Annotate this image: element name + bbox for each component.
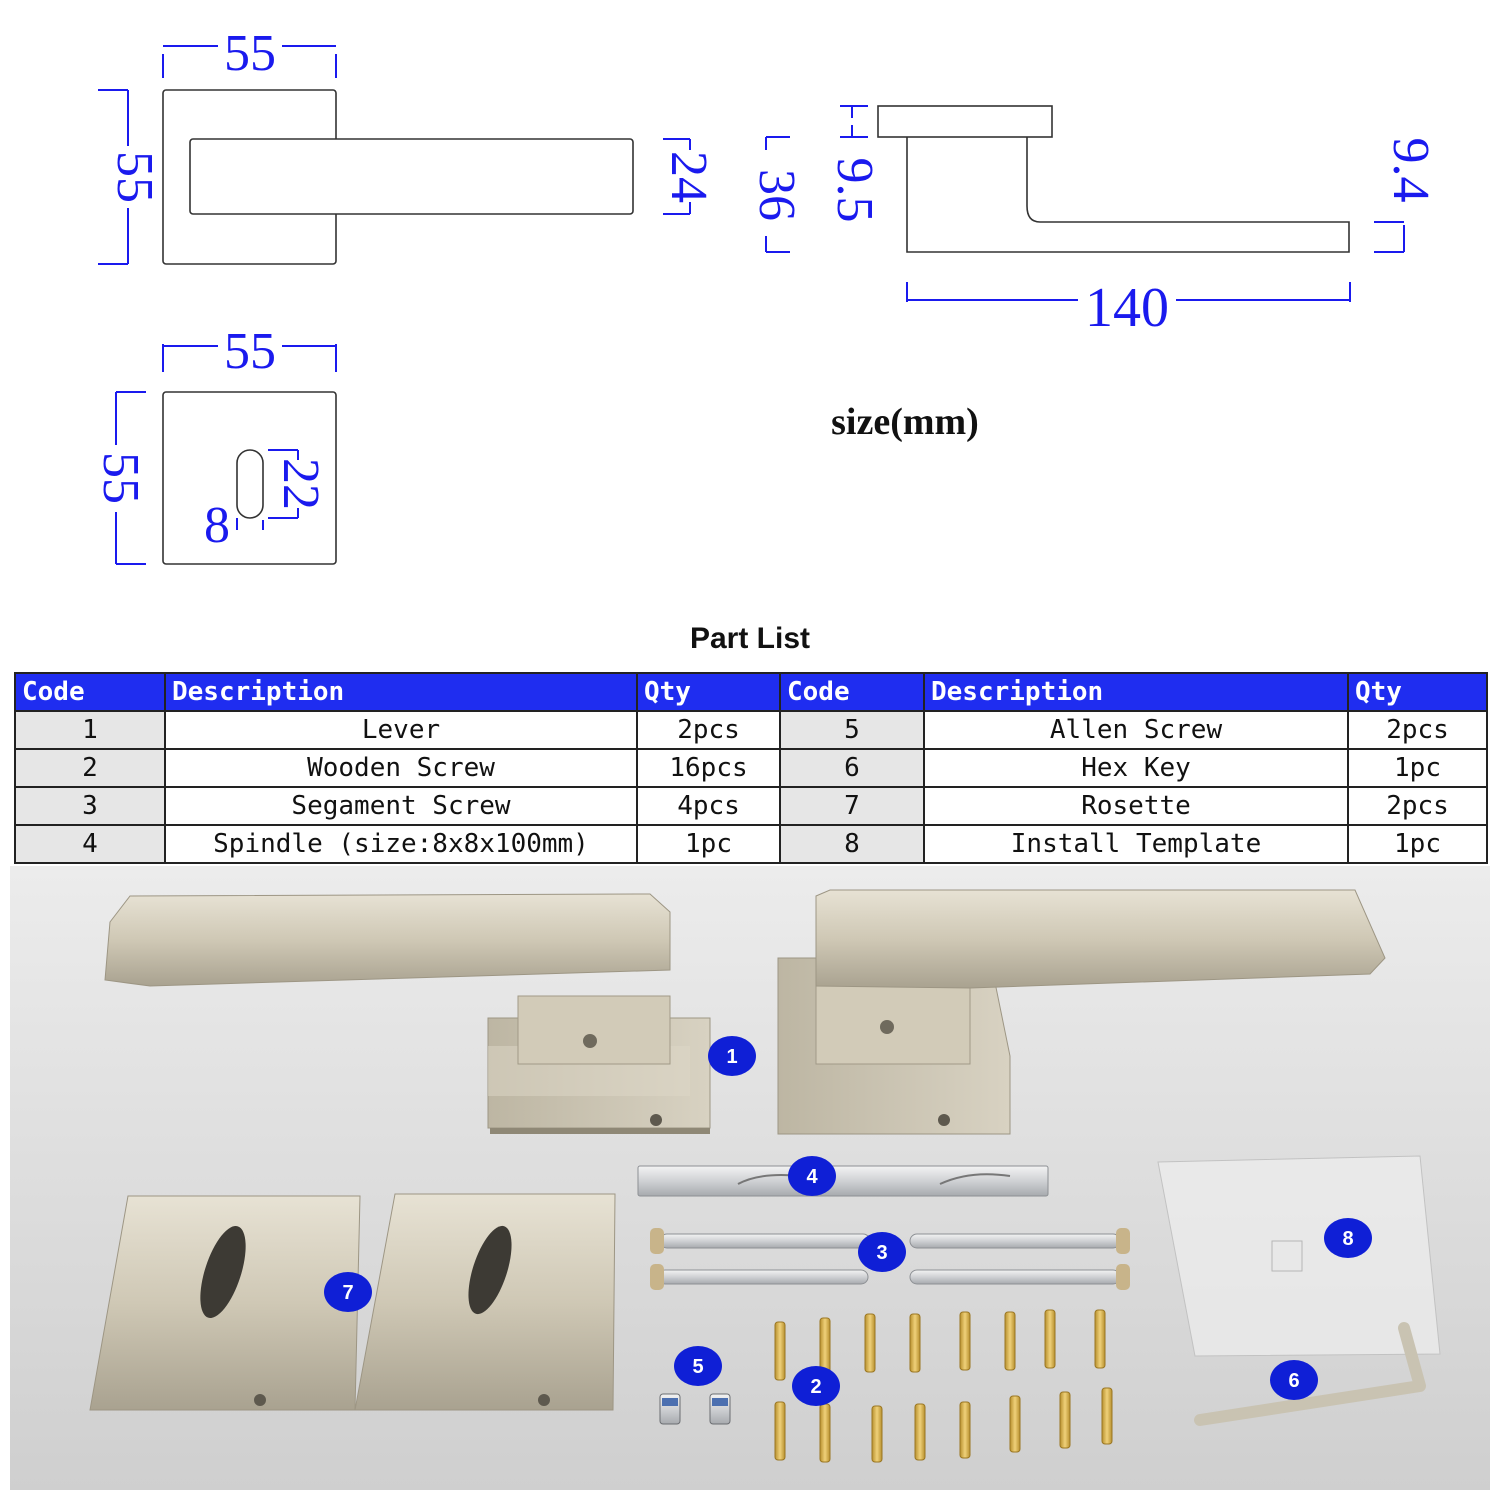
table-row: 3 Segament Screw 4pcs 7 Rosette 2pcs <box>14 786 1488 826</box>
header-code: Code <box>779 672 925 712</box>
callout-5: 5 <box>674 1346 722 1386</box>
lever-length-dim: 140 <box>1085 277 1169 339</box>
part-list-title: Part List <box>689 622 811 655</box>
rosette-height-dim: 55 <box>92 452 149 504</box>
lever-width-dim: 55 <box>224 25 276 82</box>
header-qty: Qty <box>1347 672 1488 712</box>
table-header-row: Code Description Qty Code Description Qt… <box>14 672 1488 712</box>
part-description: Rosette <box>923 786 1349 826</box>
part-qty: 16pcs <box>636 748 781 788</box>
lever-side-dimensions <box>765 105 1405 302</box>
header-description: Description <box>923 672 1349 712</box>
lever-top-dimensions <box>98 45 691 265</box>
product-photo: 1 2 3 4 5 6 7 8 <box>10 866 1490 1490</box>
part-qty: 2pcs <box>1347 786 1488 826</box>
product-illustration: 1 2 3 4 5 6 7 8 <box>89 889 1441 1463</box>
part-code: 2 <box>14 748 166 788</box>
wooden-screws <box>774 1309 1113 1463</box>
spindle <box>637 1165 1049 1197</box>
svg-text:8: 8 <box>1342 1228 1353 1250</box>
header-code: Code <box>14 672 166 712</box>
part-description: Hex Key <box>923 748 1349 788</box>
part-qty: 1pc <box>636 824 781 864</box>
callout-4: 4 <box>788 1156 836 1196</box>
part-code: 3 <box>14 786 166 826</box>
table-row: 1 Lever 2pcs 5 Allen Screw 2pcs <box>14 710 1488 750</box>
part-qty: 2pcs <box>1347 710 1488 750</box>
part-code: 8 <box>779 824 925 864</box>
rosette-left <box>89 1195 361 1411</box>
part-code: 5 <box>779 710 925 750</box>
slot-height-dim: 22 <box>272 458 329 510</box>
callout-8: 8 <box>1324 1218 1372 1258</box>
lever-right <box>777 889 1386 1135</box>
part-description: Segament Screw <box>164 786 638 826</box>
svg-text:2: 2 <box>810 1376 821 1398</box>
slot-width-dim: 8 <box>204 497 230 554</box>
part-qty: 1pc <box>1347 824 1488 864</box>
part-list-table: Code Description Qty Code Description Qt… <box>14 672 1488 864</box>
rosette-width-dim: 55 <box>224 323 276 380</box>
table-row: 4 Spindle (size:8x8x100mm) 1pc 8 Install… <box>14 824 1488 864</box>
callout-3: 3 <box>858 1232 906 1272</box>
svg-text:4: 4 <box>806 1166 818 1188</box>
part-qty: 2pcs <box>636 710 781 750</box>
header-description: Description <box>164 672 638 712</box>
part-description: Install Template <box>923 824 1349 864</box>
rosette-view <box>162 391 337 565</box>
callout-7: 7 <box>324 1272 372 1312</box>
callout-6: 6 <box>1270 1360 1318 1400</box>
part-qty: 4pcs <box>636 786 781 826</box>
callout-2: 2 <box>792 1366 840 1406</box>
tip-thickness-dim: 9.4 <box>1382 138 1439 203</box>
part-description: Lever <box>164 710 638 750</box>
svg-text:5: 5 <box>692 1356 703 1378</box>
svg-text:6: 6 <box>1288 1370 1299 1392</box>
allen-screws <box>659 1393 731 1425</box>
lever-left <box>104 893 711 1134</box>
part-description: Allen Screw <box>923 710 1349 750</box>
part-code: 4 <box>14 824 166 864</box>
rosette-right <box>354 1193 616 1411</box>
lever-height-dim: 55 <box>106 151 163 203</box>
install-template <box>1157 1155 1441 1357</box>
svg-text:7: 7 <box>342 1282 353 1304</box>
rose-thickness-dim: 9.5 <box>826 158 883 223</box>
part-description: Wooden Screw <box>164 748 638 788</box>
svg-text:1: 1 <box>726 1046 737 1068</box>
part-description: Spindle (size:8x8x100mm) <box>164 824 638 864</box>
total-height-dim: 36 <box>748 169 805 221</box>
part-code: 7 <box>779 786 925 826</box>
svg-text:3: 3 <box>876 1242 887 1264</box>
hex-key <box>1194 1322 1426 1426</box>
unit-label: size(mm) <box>831 401 979 443</box>
segment-screws <box>650 1228 1130 1290</box>
part-code: 6 <box>779 748 925 788</box>
lever-bar-dim: 24 <box>660 151 717 203</box>
table-row: 2 Wooden Screw 16pcs 6 Hex Key 1pc <box>14 748 1488 788</box>
lever-side-view <box>877 105 1350 253</box>
part-qty: 1pc <box>1347 748 1488 788</box>
technical-drawing: 55 55 24 9.5 36 9.4 140 55 55 22 8 <box>92 25 1439 565</box>
lever-top-view <box>162 89 634 265</box>
rosette-dimensions <box>115 344 337 565</box>
callout-1: 1 <box>708 1036 756 1076</box>
part-code: 1 <box>14 710 166 750</box>
header-qty: Qty <box>636 672 781 712</box>
